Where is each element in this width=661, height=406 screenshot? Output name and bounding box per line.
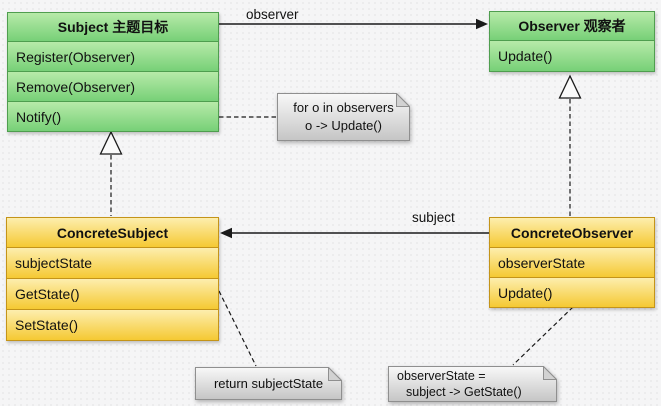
note-line: observerState = <box>397 369 486 383</box>
class-member-row: observerState <box>490 247 654 277</box>
note-line: subject -> GetState() <box>406 385 522 399</box>
class-member-row: SetState() <box>7 309 218 340</box>
class-box-subject: Subject 主题目标 Register(Observer) Remove(O… <box>7 12 219 132</box>
note-observerstate-update: observerState = subject -> GetState() <box>388 366 557 402</box>
generalization-triangle-right-icon <box>558 74 582 99</box>
note-line: o -> Update() <box>305 118 382 133</box>
class-member-row: Notify() <box>8 101 218 131</box>
subject-edge-label: subject <box>412 210 455 225</box>
subject-arrowhead-icon <box>220 227 232 239</box>
class-title-concrete-subject: ConcreteSubject <box>7 218 218 247</box>
note-notify-loop: for o in observers o -> Update() <box>277 93 410 141</box>
observer-arrowhead-icon <box>476 18 488 30</box>
getstate-note-connector <box>218 290 257 367</box>
note-return-subjectstate: return subjectState <box>195 367 342 400</box>
note-shape <box>277 93 410 141</box>
folded-corner-icon <box>328 367 342 381</box>
folded-corner-icon <box>543 366 557 380</box>
class-member-row: Register(Observer) <box>8 41 218 71</box>
folded-corner-icon <box>396 93 410 107</box>
class-title-observer: Observer 观察者 <box>490 12 654 40</box>
class-title-subject: Subject 主题目标 <box>8 13 218 41</box>
class-member-row: GetState() <box>7 278 218 309</box>
class-box-concrete-subject: ConcreteSubject subjectState GetState() … <box>6 217 219 341</box>
class-title-concrete-observer: ConcreteObserver <box>490 218 654 247</box>
generalization-triangle-left-icon <box>99 130 123 155</box>
note-line: return subjectState <box>213 375 324 391</box>
update-note-connector <box>512 306 574 366</box>
class-box-concrete-observer: ConcreteObserver observerState Update() <box>489 217 655 308</box>
observer-edge-label: observer <box>246 7 299 22</box>
class-member-row: Remove(Observer) <box>8 71 218 101</box>
note-shape <box>195 367 342 400</box>
class-member-row: Update() <box>490 40 654 71</box>
class-box-observer: Observer 观察者 Update() <box>489 11 655 72</box>
class-member-row: Update() <box>490 277 654 307</box>
note-shape <box>388 366 557 402</box>
note-line: for o in observers <box>293 100 394 115</box>
class-member-row: subjectState <box>7 247 218 278</box>
